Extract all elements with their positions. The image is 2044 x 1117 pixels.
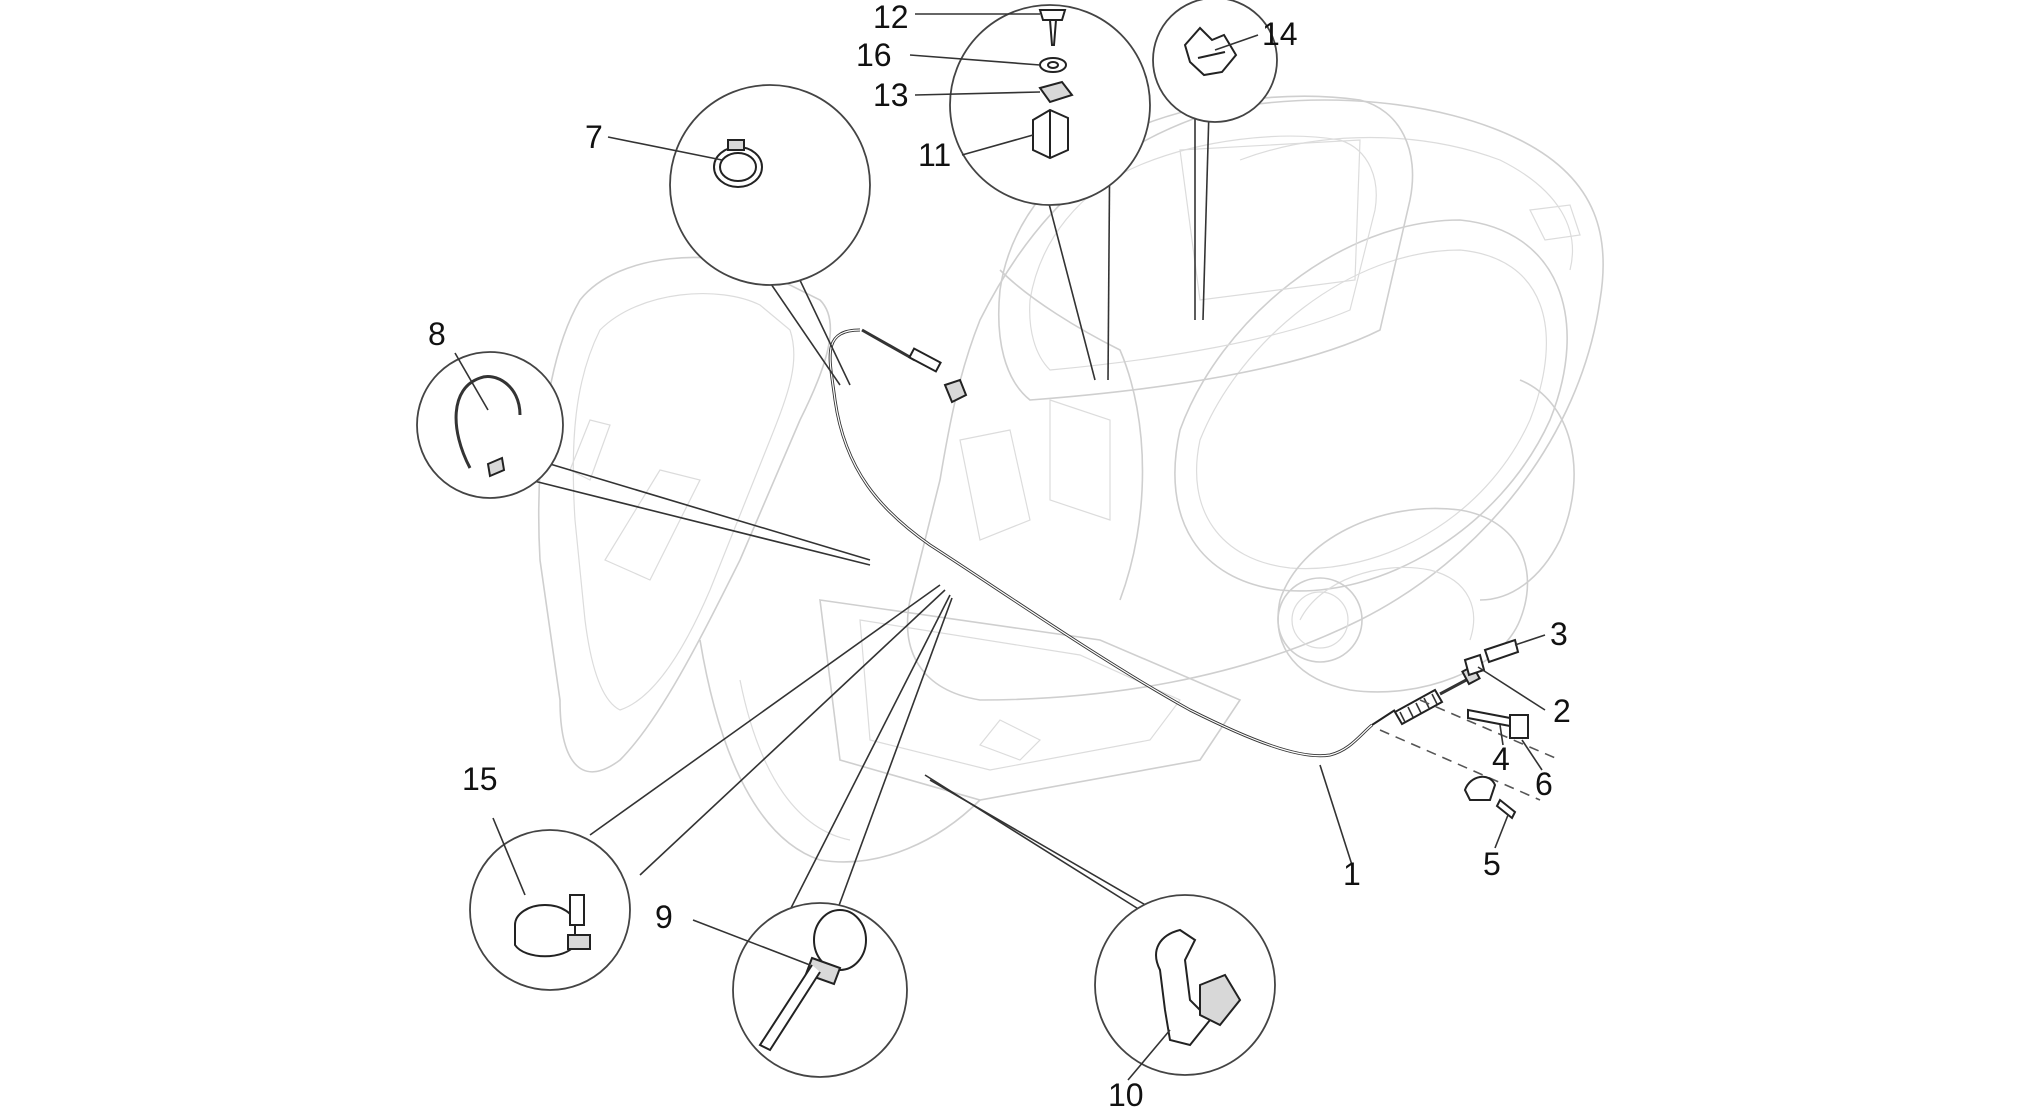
detail-circle-15 (469, 829, 631, 991)
callout-leaders (454, 13, 1546, 1081)
callout-16: 16 (856, 37, 892, 73)
callout-4: 4 (1492, 741, 1510, 777)
callout-1: 1 (1343, 856, 1361, 892)
cable-assembly (828, 328, 1481, 758)
detail-circle-7 (669, 84, 871, 286)
callout-3: 3 (1550, 616, 1568, 652)
callout-5: 5 (1483, 846, 1501, 882)
callout-11: 11 (918, 137, 951, 173)
callout-13: 13 (873, 77, 909, 113)
callout-6: 6 (1535, 766, 1553, 802)
callout-9: 9 (655, 899, 673, 935)
callout-2: 2 (1553, 693, 1571, 729)
callout-10: 10 (1108, 1077, 1144, 1113)
detail-circle-8 (416, 351, 564, 499)
spring (1393, 688, 1444, 726)
detail-circle-11-16 (949, 4, 1151, 206)
callout-12: 12 (873, 0, 909, 35)
detail-circle-10 (1094, 894, 1276, 1076)
callout-8: 8 (428, 316, 446, 352)
fasteners-right (1379, 638, 1561, 820)
detail-circle-14 (1152, 0, 1278, 123)
callout-labels: 12 16 13 11 14 7 8 15 9 10 3 2 4 6 5 1 (428, 0, 1571, 1113)
detail-circle-9 (732, 902, 908, 1078)
callout-14: 14 (1262, 16, 1298, 52)
callout-15: 15 (462, 761, 498, 797)
callout-7: 7 (585, 119, 603, 155)
